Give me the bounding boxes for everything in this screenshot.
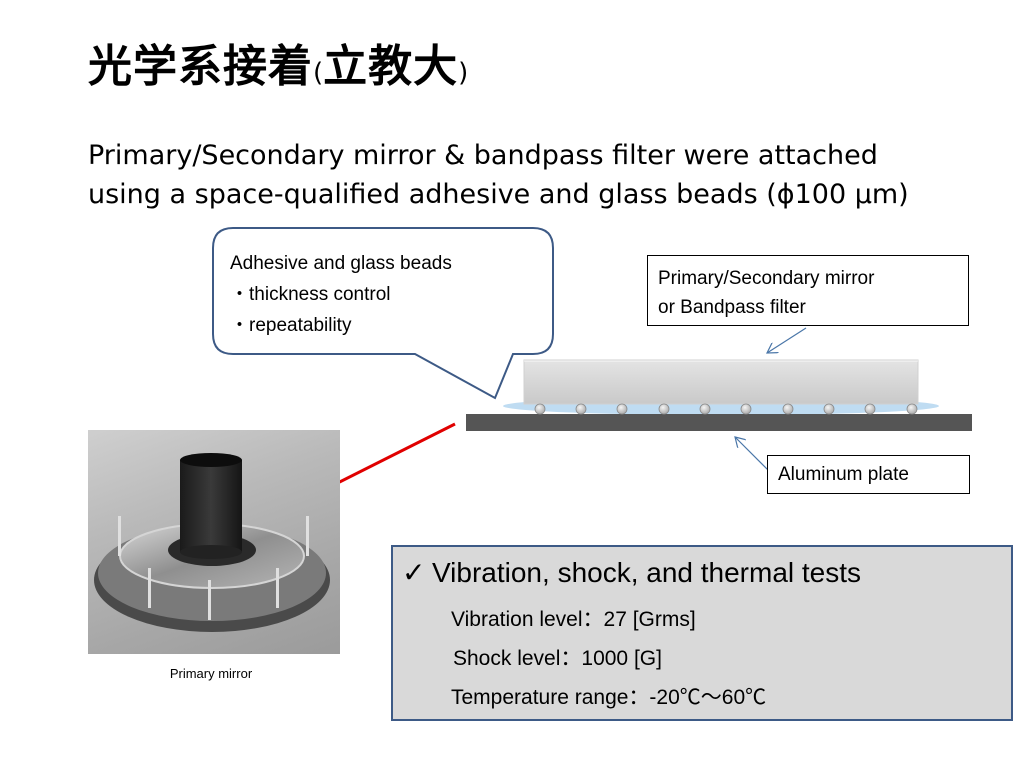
glass-bead bbox=[823, 403, 835, 415]
title-open-paren: ( bbox=[313, 58, 324, 88]
glass-bead bbox=[740, 403, 752, 415]
primary-mirror-photo bbox=[88, 430, 340, 654]
glass-bead bbox=[616, 403, 628, 415]
slide-title: 光学系接着(立教大) bbox=[88, 30, 469, 92]
aluminum-plate bbox=[466, 414, 972, 431]
glass-bead bbox=[534, 403, 546, 415]
plate-label: Aluminum plate bbox=[778, 464, 909, 485]
callout-text: Adhesive and glass beads ・thickness cont… bbox=[230, 248, 452, 341]
vibration-level: Vibration level：27 [Grms] bbox=[451, 608, 696, 631]
glass-bead bbox=[782, 403, 794, 415]
mirror-label-box: Primary/Secondary mirror or Bandpass fil… bbox=[647, 255, 969, 326]
callout-heading: Adhesive and glass beads bbox=[230, 253, 452, 274]
title-close-paren: ) bbox=[458, 58, 469, 88]
callout-bubble bbox=[212, 227, 554, 400]
tests-box bbox=[391, 545, 1013, 721]
title-main: 光学系接着 bbox=[88, 41, 313, 92]
glass-bead bbox=[575, 403, 587, 415]
photo-caption: Primary mirror bbox=[169, 666, 253, 681]
glass-bead bbox=[699, 403, 711, 415]
tests-heading: ✓Vibration, shock, and thermal tests bbox=[402, 556, 861, 589]
mirror-label-line-2: or Bandpass filter bbox=[658, 297, 806, 318]
plate-label-box: Aluminum plate bbox=[767, 455, 970, 494]
subtitle-line-1: Primary/Secondary mirror & bandpass filt… bbox=[88, 140, 878, 171]
checkmark-icon: ✓ bbox=[402, 557, 426, 588]
mirror-pointer-arrow bbox=[767, 327, 807, 353]
glass-bead bbox=[906, 403, 918, 415]
slide-subtitle: Primary/Secondary mirror & bandpass filt… bbox=[88, 136, 968, 214]
title-org: 立教大 bbox=[323, 41, 459, 92]
subtitle-line-2: using a space-qualified adhesive and gla… bbox=[88, 179, 909, 210]
mirror-block bbox=[523, 359, 919, 405]
shock-level: Shock level：1000 [G] bbox=[453, 647, 662, 670]
glass-bead bbox=[864, 403, 876, 415]
primary-mirror-photo-drawing bbox=[94, 453, 330, 632]
mirror-label-line-1: Primary/Secondary mirror bbox=[658, 268, 875, 289]
temperature-range: Temperature range：-20℃～60℃ bbox=[451, 686, 767, 709]
tests-heading-text: Vibration, shock, and thermal tests bbox=[432, 557, 862, 588]
callout-item-thickness: ・thickness control bbox=[230, 284, 391, 305]
plate-pointer-arrow bbox=[735, 437, 769, 471]
callout-item-repeatability: ・repeatability bbox=[230, 315, 352, 336]
glass-beads bbox=[534, 403, 918, 415]
glass-bead bbox=[658, 403, 670, 415]
